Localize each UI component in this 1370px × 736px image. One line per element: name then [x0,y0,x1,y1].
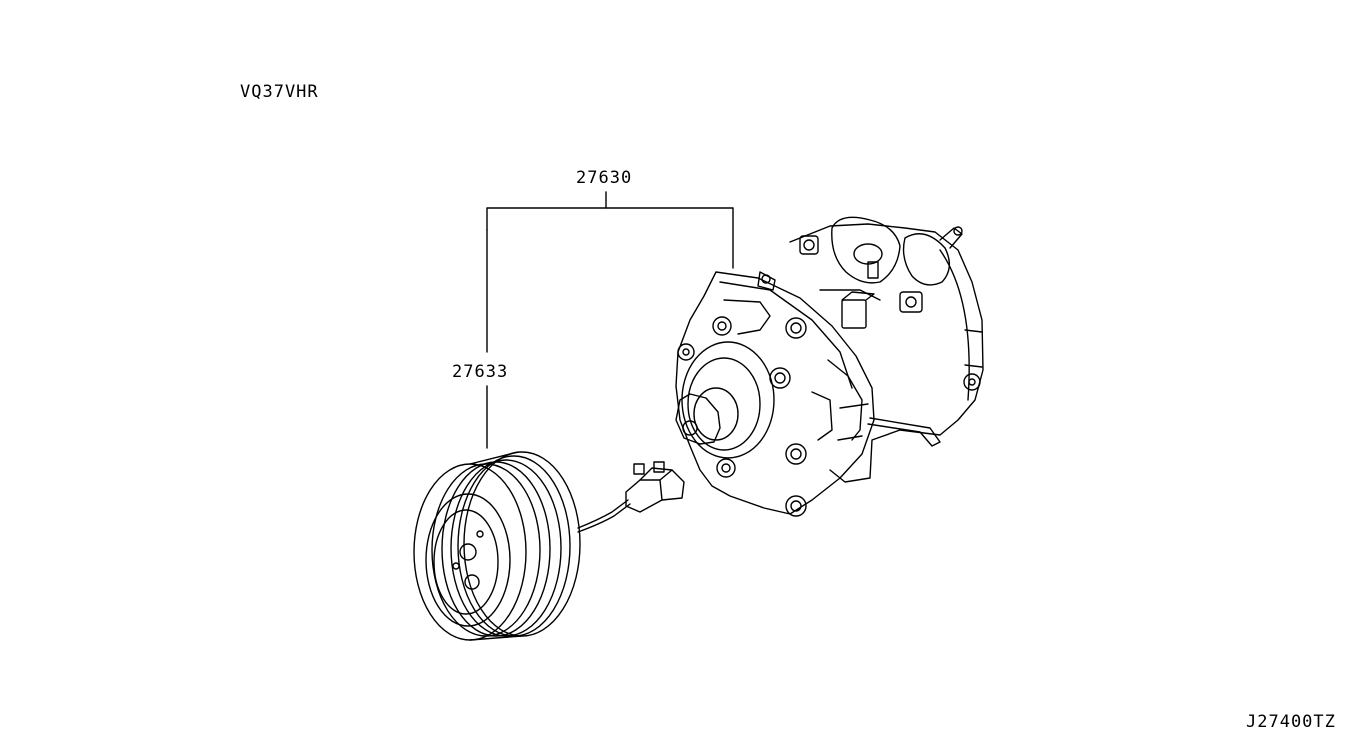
leader-lines [487,192,733,448]
callout-27630[interactable]: 27630 [576,168,633,188]
diagram-code-label: J27400TZ [1246,712,1336,732]
callout-27633[interactable]: 27633 [452,362,509,382]
compressor-drawing [676,217,983,516]
engine-code-label: VQ37VHR [240,82,319,102]
pulley-drawing [414,452,684,640]
